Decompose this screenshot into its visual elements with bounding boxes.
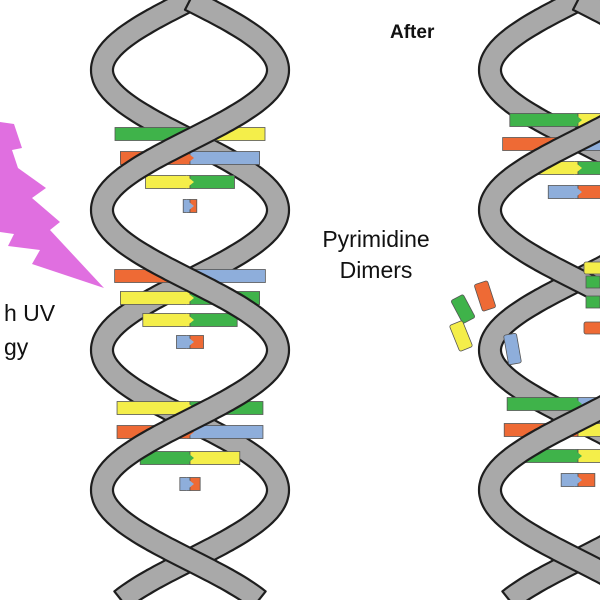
base-left bbox=[142, 313, 191, 327]
base-notch bbox=[186, 151, 194, 165]
base-right bbox=[189, 175, 235, 189]
base-notch bbox=[574, 397, 582, 411]
pyrimidine-dimers-label: Pyrimidine Dimers bbox=[296, 224, 456, 286]
base-right bbox=[189, 151, 260, 165]
dimer-base bbox=[583, 261, 600, 275]
base-pair bbox=[142, 313, 238, 327]
pyrimidine-dimer bbox=[451, 280, 496, 324]
base-pair bbox=[145, 175, 235, 189]
dna-helix-before bbox=[89, 0, 291, 605]
base-notch bbox=[574, 449, 582, 463]
dimer-base bbox=[449, 320, 473, 352]
backbone-strand-back bbox=[477, 0, 600, 605]
pyrimidine-dimer bbox=[449, 320, 522, 365]
backbone-strand-front bbox=[89, 0, 291, 605]
base-left bbox=[509, 113, 579, 127]
base-left bbox=[145, 175, 191, 189]
base-notch bbox=[574, 113, 582, 127]
uv-label-line1: h UV bbox=[4, 300, 56, 326]
base-pair bbox=[176, 335, 204, 349]
uv-label-line2: gy bbox=[4, 334, 29, 360]
base-notch bbox=[574, 473, 582, 487]
dna-helix-after bbox=[449, 0, 600, 605]
base-right bbox=[189, 451, 241, 465]
pyrimidine-label-line1: Pyrimidine bbox=[322, 226, 430, 252]
base-pair bbox=[547, 185, 600, 199]
base-pair bbox=[179, 477, 201, 491]
after-label: After bbox=[390, 22, 435, 43]
base-notch bbox=[574, 185, 582, 199]
dimer-base bbox=[583, 321, 600, 335]
base-notch bbox=[186, 291, 194, 305]
dimer-base bbox=[474, 280, 496, 312]
base-notch bbox=[186, 335, 194, 349]
base-pair bbox=[182, 199, 198, 213]
base-left bbox=[120, 291, 191, 305]
uv-lightning-icon bbox=[0, 122, 104, 288]
base-notch bbox=[186, 199, 194, 213]
dimer-base bbox=[503, 333, 522, 365]
base-fragment bbox=[585, 295, 600, 309]
base-notch bbox=[186, 451, 194, 465]
base-pair bbox=[139, 451, 241, 465]
uv-energy-label: h UV gy bbox=[4, 296, 55, 364]
base-pair bbox=[509, 113, 600, 127]
base-notch bbox=[186, 175, 194, 189]
backbone-strand-front bbox=[477, 0, 600, 585]
base-pair bbox=[560, 473, 596, 487]
base-left bbox=[506, 397, 579, 411]
base-notch bbox=[186, 313, 194, 327]
base-fragment bbox=[585, 275, 600, 289]
pyrimidine-dimer bbox=[583, 261, 600, 335]
base-notch bbox=[574, 161, 582, 175]
base-right bbox=[189, 313, 238, 327]
pyrimidine-label-line2: Dimers bbox=[339, 257, 413, 283]
base-left bbox=[547, 185, 579, 199]
base-notch bbox=[186, 477, 194, 491]
dimer-base bbox=[451, 294, 475, 324]
